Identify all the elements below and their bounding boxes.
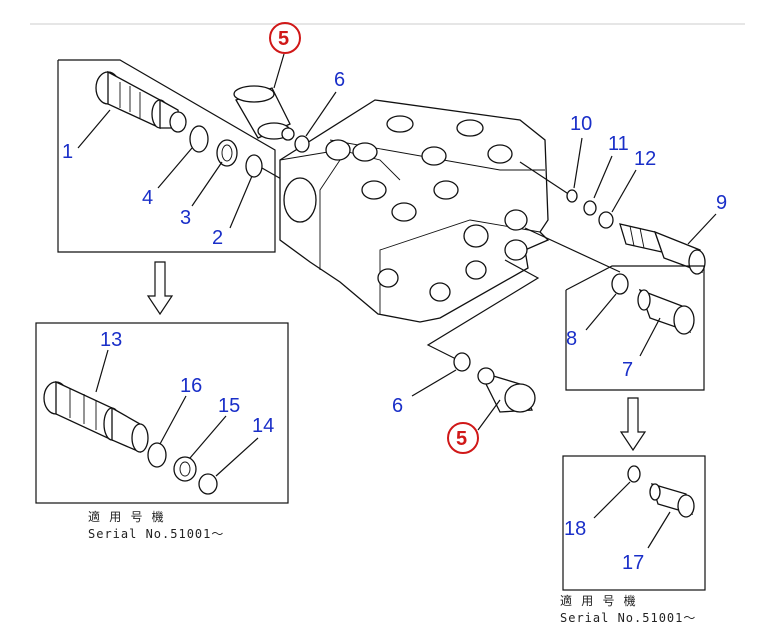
callout-14: 14 xyxy=(252,415,274,437)
callout-17: 17 xyxy=(622,552,644,574)
o-ring-6-top xyxy=(294,135,310,153)
callout-5-bottom: 5 xyxy=(456,428,467,450)
ring-10 xyxy=(566,189,578,203)
relief-valve-1 xyxy=(95,70,187,133)
callout-8: 8 xyxy=(566,328,577,350)
o-ring-16 xyxy=(147,442,167,468)
serial-note-right: Serial No.51001～ xyxy=(560,611,696,625)
box-right xyxy=(565,265,705,391)
arrow-down-right xyxy=(619,397,647,452)
backup-ring-3 xyxy=(216,139,238,167)
callout-6-bottom: 6 xyxy=(392,395,403,417)
callout-13: 13 xyxy=(100,329,122,351)
box-top-left xyxy=(57,59,291,253)
ring-11 xyxy=(583,200,597,216)
callout-6-top: 6 xyxy=(334,69,345,91)
callout-11: 11 xyxy=(608,133,629,155)
o-ring-14 xyxy=(198,473,218,495)
o-ring-8 xyxy=(611,273,629,295)
highlight-circle-5-bottom xyxy=(447,422,479,454)
serial-note-left: Serial No.51001～ xyxy=(88,527,224,541)
valve-body xyxy=(279,99,621,361)
callout-3: 3 xyxy=(180,207,191,229)
callout-5-top: 5 xyxy=(278,28,289,50)
callout-9: 9 xyxy=(716,192,727,214)
callout-10: 10 xyxy=(570,113,592,135)
highlight-circle-5-top xyxy=(269,22,301,54)
o-ring-18 xyxy=(627,465,641,483)
check-valve-17 xyxy=(649,483,695,518)
callout-2: 2 xyxy=(212,227,223,249)
callout-15: 15 xyxy=(218,395,240,417)
check-valve-7 xyxy=(637,288,695,335)
callout-18: 18 xyxy=(564,518,586,540)
o-ring-2 xyxy=(245,154,263,178)
applicable-label-left: 適 用 号 機 xyxy=(88,509,165,524)
box-bottom-right xyxy=(562,455,706,591)
callout-1: 1 xyxy=(62,141,73,163)
arrow-down-left xyxy=(146,261,174,316)
o-ring-4 xyxy=(189,125,209,153)
box-bottom-left xyxy=(35,322,289,504)
o-ring-6-bottom xyxy=(453,352,471,372)
callout-16: 16 xyxy=(180,375,202,397)
callout-12: 12 xyxy=(634,148,656,170)
callout-4: 4 xyxy=(142,187,153,209)
check-valve-5-top xyxy=(233,53,295,141)
applicable-label-right: 適 用 号 機 xyxy=(560,593,637,608)
plug-9 xyxy=(619,213,717,275)
ring-12 xyxy=(598,211,614,229)
relief-valve-13 xyxy=(43,380,149,453)
check-valve-5-bottom xyxy=(477,367,536,431)
backup-ring-15 xyxy=(173,456,197,482)
callout-7: 7 xyxy=(622,359,633,381)
